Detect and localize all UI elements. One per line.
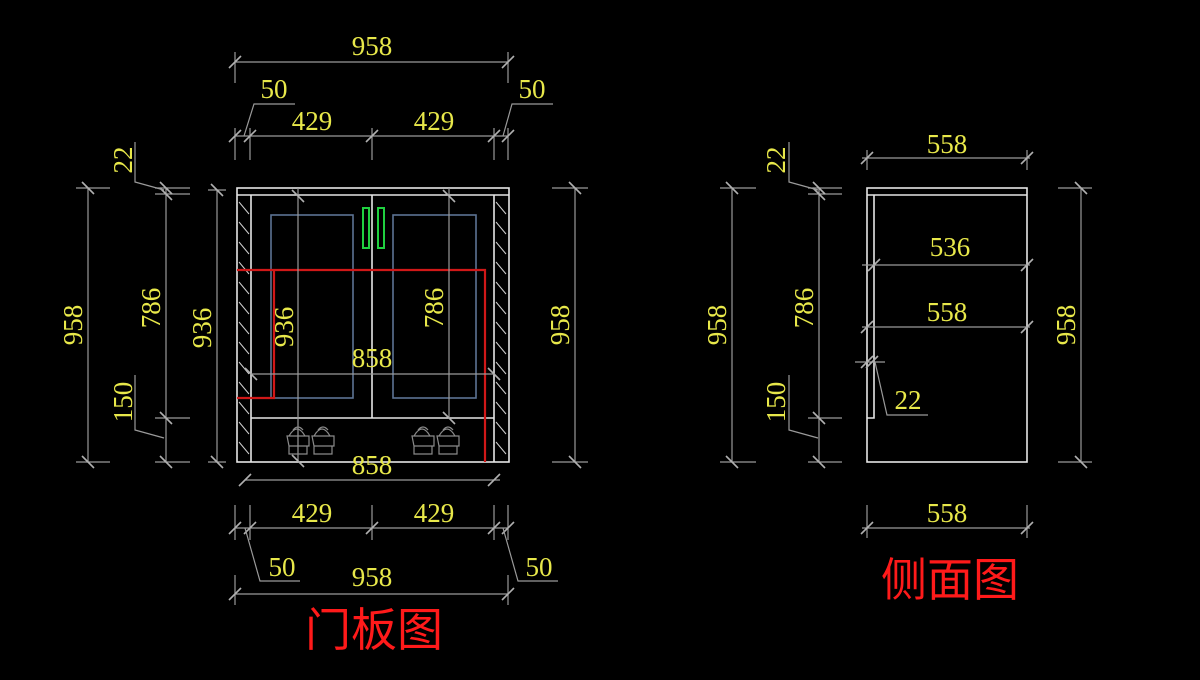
side-top-depth: 558 [927, 129, 968, 159]
inner-height-right: 786 [419, 288, 449, 329]
side-bottom-dimension [860, 505, 1034, 538]
side-plinth-height: 150 [761, 382, 791, 423]
front-right-side-top: 50 [519, 74, 546, 104]
front-door-right-bottom: 429 [414, 498, 455, 528]
front-side-height: 936 [187, 308, 217, 349]
front-door-left-bottom: 429 [292, 498, 333, 528]
front-left-dimensions [76, 142, 226, 469]
front-left-side-top: 50 [261, 74, 288, 104]
side-right-dimensions [1058, 181, 1092, 469]
side-top-panel-height: 22 [761, 147, 791, 174]
left-door-panel-frame [270, 214, 354, 399]
front-plinth-height: 150 [108, 382, 138, 423]
inner-shelf-width: 858 [352, 343, 393, 373]
front-top-panel-height: 22 [108, 147, 138, 174]
side-overall-height-left: 958 [702, 305, 732, 346]
front-overall-height-right: 958 [545, 305, 575, 346]
side-inner-depth: 558 [927, 297, 968, 327]
front-view-title: 门板图 [305, 603, 443, 657]
front-door-left-top: 429 [292, 106, 333, 136]
front-cabinet-body [236, 187, 510, 463]
front-side-hatching [238, 201, 507, 455]
front-left-side-bottom: 50 [269, 552, 296, 582]
front-overall-height-left: 958 [58, 305, 88, 346]
side-door-height: 786 [789, 288, 819, 329]
side-cabinet-body [866, 187, 1028, 463]
front-inner-dimensions [238, 188, 501, 487]
front-door-right-top: 429 [414, 106, 455, 136]
front-bottom-dimensions [228, 505, 558, 605]
side-shelf-depth: 536 [930, 232, 971, 262]
front-right-side-bottom: 50 [526, 552, 553, 582]
front-top-dimensions [228, 52, 553, 160]
front-view: 958 50 50 429 429 958 22 786 15 [58, 31, 588, 657]
side-view-title: 侧面图 [881, 553, 1019, 607]
left-door-handle-icon [362, 207, 370, 249]
front-overall-width-top: 958 [352, 31, 393, 61]
side-door-thickness: 22 [895, 385, 922, 415]
front-door-height-left: 786 [136, 288, 166, 329]
side-bottom-depth: 558 [927, 498, 968, 528]
side-overall-height-right: 958 [1051, 305, 1081, 346]
front-hidden-lines [237, 268, 487, 462]
front-right-dimensions [552, 181, 588, 469]
inner-bottom-width: 858 [352, 450, 393, 480]
right-door-panel-frame [392, 214, 477, 399]
front-overall-width-bottom: 958 [352, 562, 393, 592]
side-left-dimensions [720, 142, 842, 469]
side-view: 958 22 786 150 558 536 558 22 [702, 129, 1092, 607]
right-door-handle-icon [377, 207, 385, 249]
inner-height-left: 936 [269, 307, 299, 348]
side-inner-dimensions [855, 150, 1034, 416]
